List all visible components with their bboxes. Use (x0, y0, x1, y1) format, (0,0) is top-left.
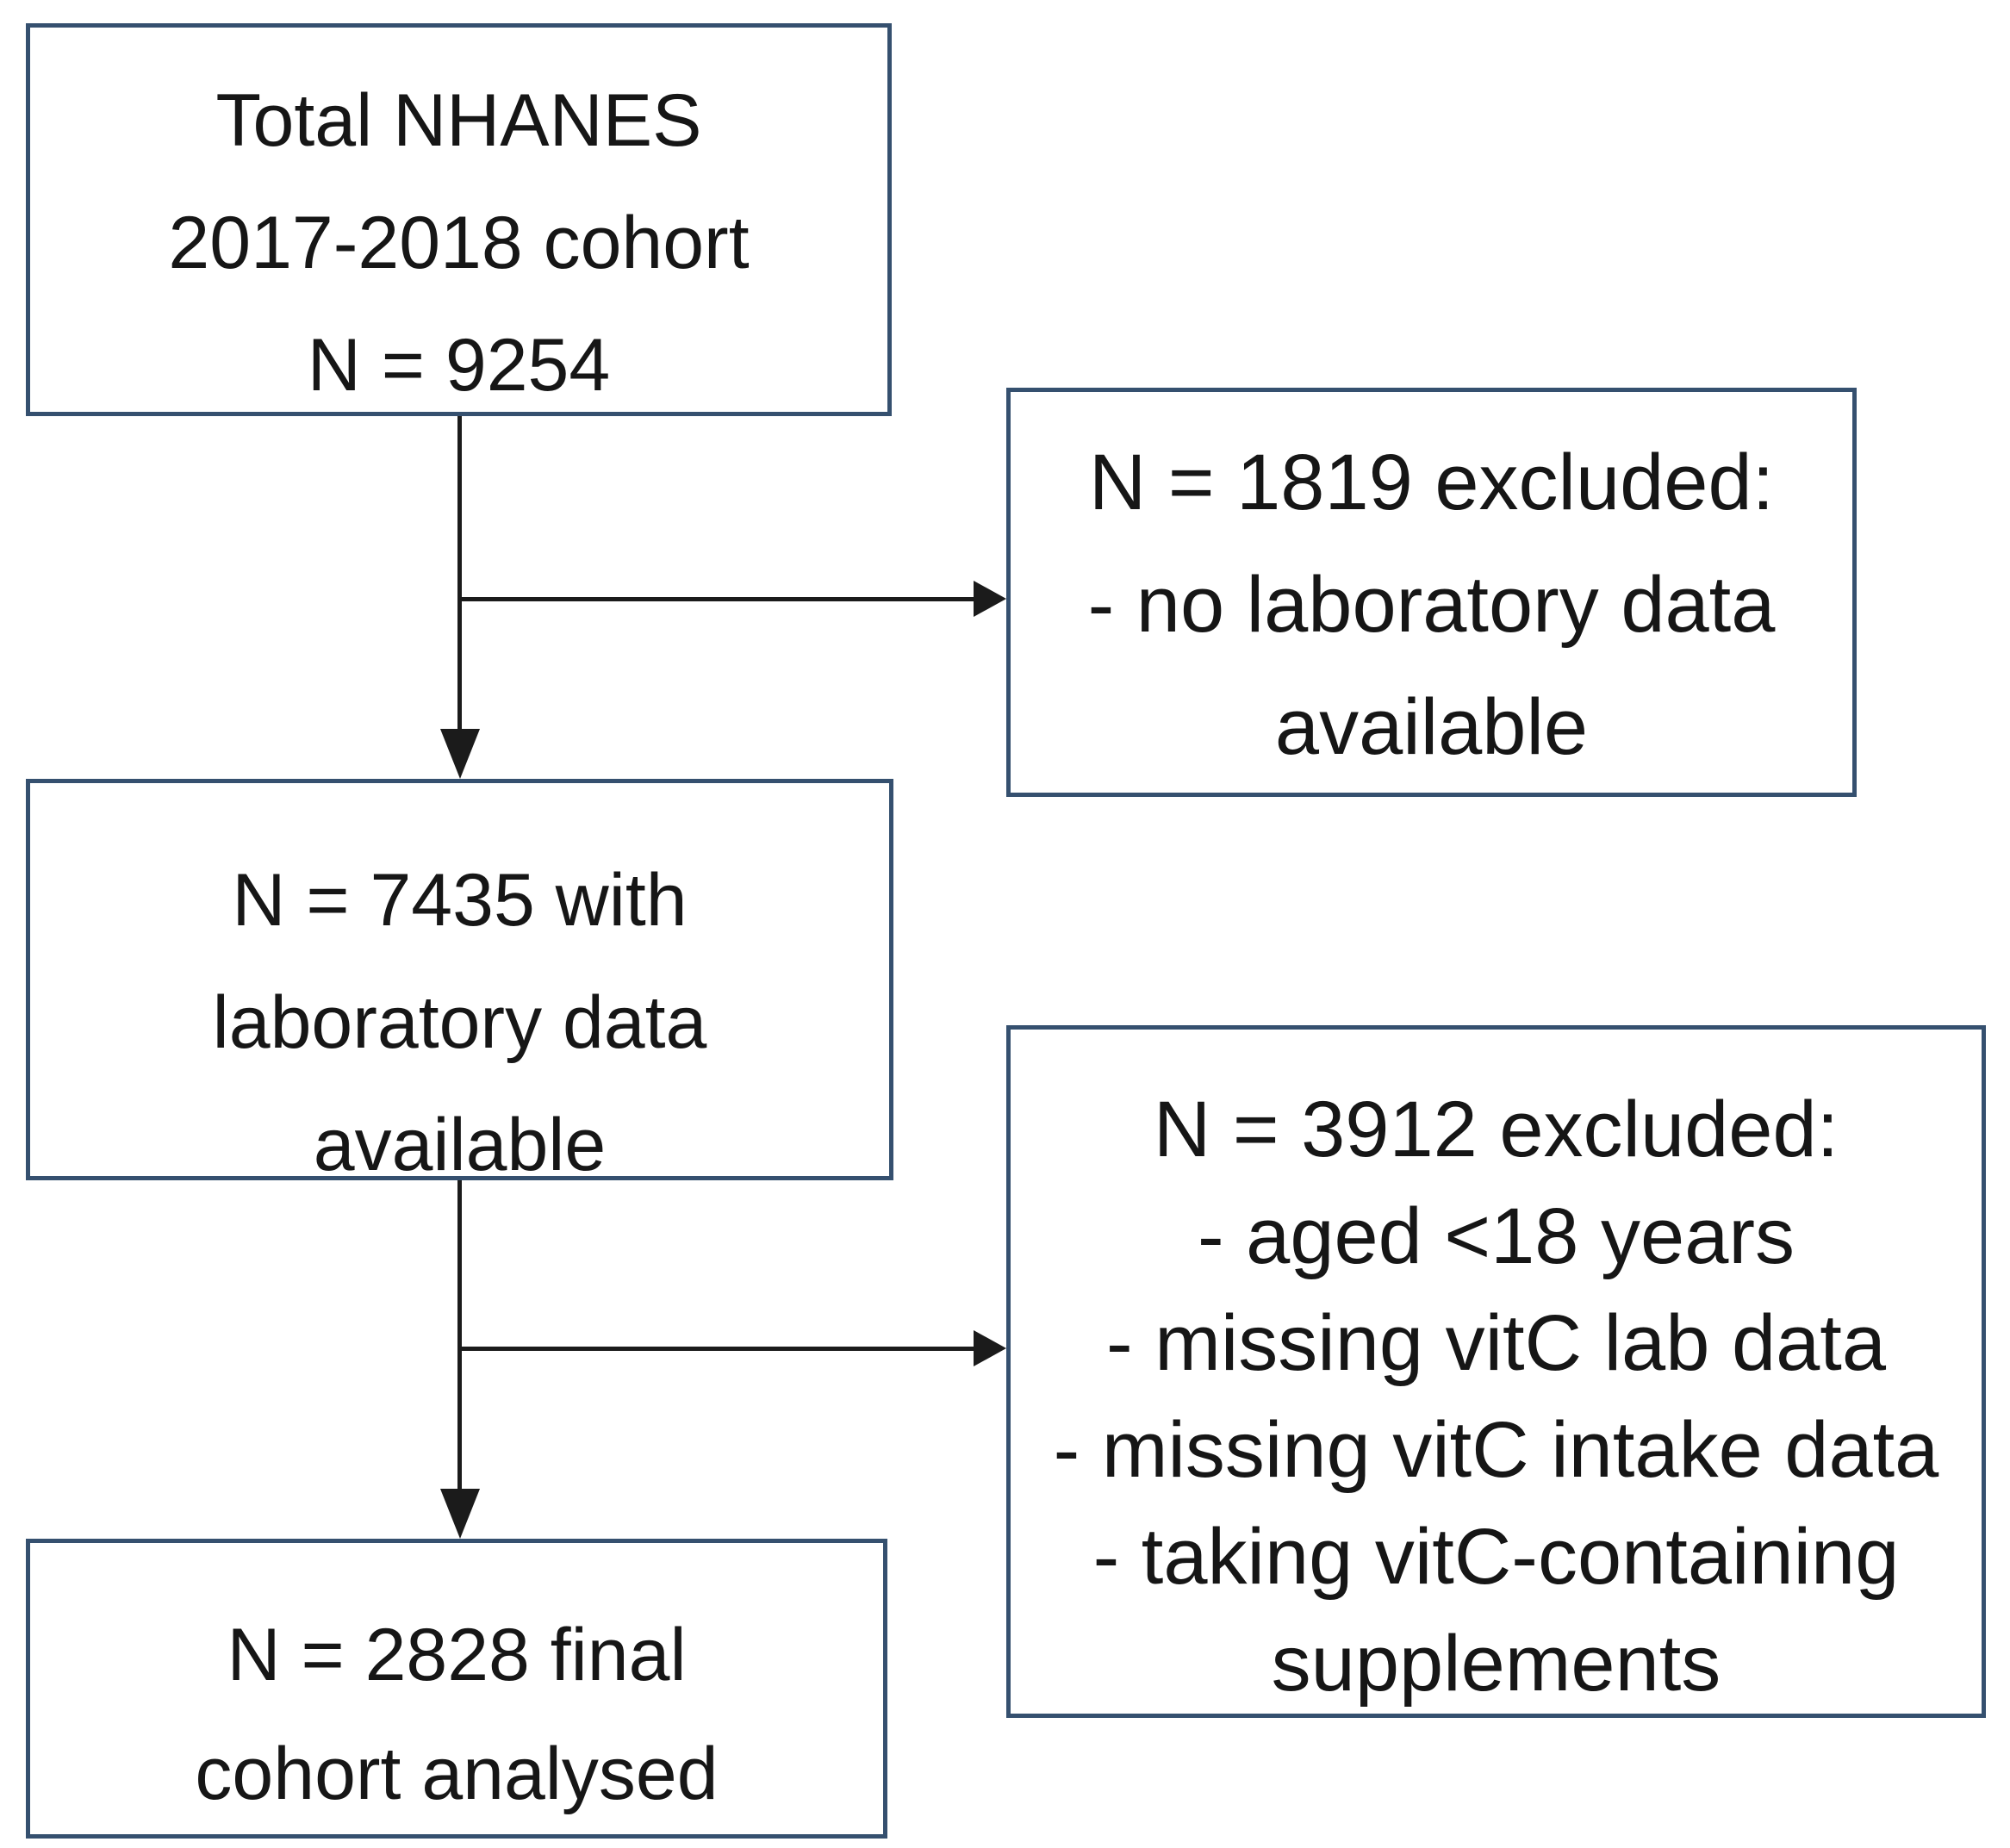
node-with-lab-data: N = 7435 with laboratory data available (26, 779, 893, 1186)
node-text-line: N = 7435 with (232, 859, 688, 942)
arrowhead-right-icon (974, 1330, 1006, 1366)
node-final-cohort: N = 2828 final cohort analysed (26, 1539, 887, 1839)
node-excluded-no-lab-data: N = 1819 excluded: - no laboratory data … (1006, 388, 1857, 797)
connector-withlab-to-final (457, 1180, 462, 1490)
connector-branch-to-excluded1 (459, 597, 977, 601)
node-text-line: - no laboratory data (1087, 561, 1776, 649)
node-text-line: available (1274, 683, 1589, 771)
node-text-line: - aged <18 years (1197, 1192, 1795, 1280)
node-text-line: N = 1819 excluded: (1088, 439, 1775, 526)
node-text-line: N = 9254 (307, 324, 611, 407)
arrowhead-down-icon (440, 1489, 480, 1539)
node-text-line: 2017-2018 cohort (168, 202, 750, 284)
node-text-line: - missing vitC intake data (1053, 1406, 1939, 1494)
connector-branch-to-excluded2 (459, 1347, 977, 1351)
node-text-line: - taking vitC-containing (1092, 1513, 1900, 1601)
node-text-line: - missing vitC lab data (1106, 1299, 1886, 1387)
node-text-line: N = 2828 final (227, 1614, 687, 1696)
arrowhead-right-icon (974, 581, 1006, 617)
node-text-line: N = 3912 excluded: (1153, 1086, 1839, 1173)
node-total-cohort: Total NHANES 2017-2018 cohort N = 9254 (26, 23, 892, 416)
node-text-line: laboratory data (212, 981, 707, 1064)
node-text-line: available (313, 1104, 607, 1186)
connector-total-to-withlab (457, 416, 462, 731)
node-excluded-criteria: N = 3912 excluded: - aged <18 years - mi… (1006, 1025, 1986, 1718)
node-text-line: Total NHANES (215, 79, 702, 162)
node-text-line: cohort analysed (195, 1733, 719, 1815)
arrowhead-down-icon (440, 729, 480, 779)
node-text-line: supplements (1271, 1620, 1721, 1708)
